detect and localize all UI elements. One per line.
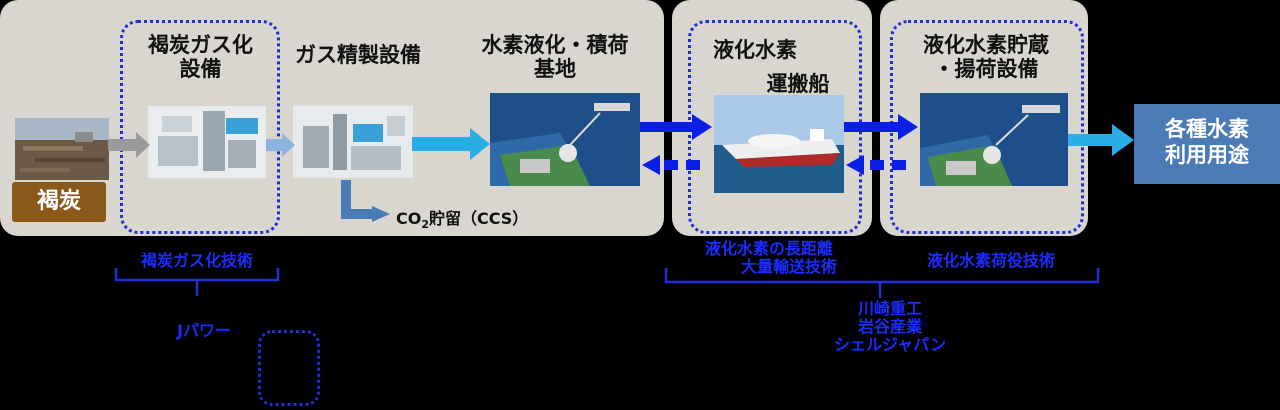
brown-coal-label: 褐炭 bbox=[12, 182, 106, 222]
brown-coal-photo bbox=[15, 118, 109, 180]
gasification-dotted-box bbox=[120, 20, 280, 234]
gasification-tech-label: 褐炭ガス化技術 bbox=[140, 251, 253, 270]
storage-label: 液化水素貯蔵 ・揚荷設備 bbox=[923, 33, 1049, 81]
gasification-to-refining-arrow bbox=[266, 133, 295, 157]
coal-to-gasification-arrow bbox=[108, 132, 150, 158]
storage-to-output-arrow bbox=[1068, 124, 1134, 156]
carrier-return-dashed-arrow bbox=[642, 155, 700, 175]
carrier-to-storage-arrow bbox=[844, 114, 918, 140]
ccs-label: CO2貯留（CCS） bbox=[396, 209, 529, 232]
ccs-branch-line bbox=[341, 180, 372, 219]
liquefaction-base-image bbox=[490, 93, 640, 186]
gas-refining-facility-image bbox=[293, 106, 413, 178]
gasification-label: 褐炭ガス化 設備 bbox=[148, 33, 253, 81]
gas-refining-label: ガス精製設備 bbox=[295, 43, 421, 67]
jpower-dotted-box bbox=[258, 330, 320, 406]
jpower-label: Jパワー bbox=[177, 321, 231, 340]
storage-return-dashed-arrow bbox=[846, 155, 906, 175]
carrier-label-line1: 液化水素 bbox=[713, 38, 797, 62]
carrier-label-line2: 運搬船 bbox=[766, 72, 830, 96]
loading-tech-label: 液化水素荷役技術 bbox=[926, 251, 1055, 270]
hydrogen-uses-box: 各種水素 利用用途 bbox=[1134, 104, 1280, 184]
carrier-ship-image bbox=[714, 95, 844, 193]
ccs-arrowhead bbox=[372, 206, 390, 222]
liquefaction-to-carrier-arrow bbox=[640, 114, 712, 140]
transport-tech-label: 液化水素の長距離 大量輸送技術 bbox=[704, 239, 837, 276]
refining-to-liquefaction-arrow bbox=[412, 128, 490, 160]
transport-tech-bracket bbox=[664, 268, 1100, 298]
storage-facility-image bbox=[920, 93, 1068, 186]
company-group-label: 川崎重工 岩谷産業 シェルジャパン bbox=[833, 299, 946, 354]
gasification-facility-image bbox=[148, 106, 266, 178]
liquefaction-base-label: 水素液化・積荷 基地 bbox=[481, 33, 629, 81]
gasification-tech-bracket bbox=[114, 268, 280, 296]
